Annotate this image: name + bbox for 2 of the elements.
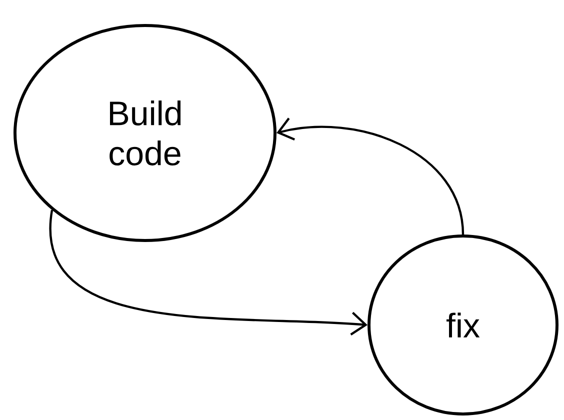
arrow [276, 118, 464, 235]
arrow [50, 210, 368, 336]
